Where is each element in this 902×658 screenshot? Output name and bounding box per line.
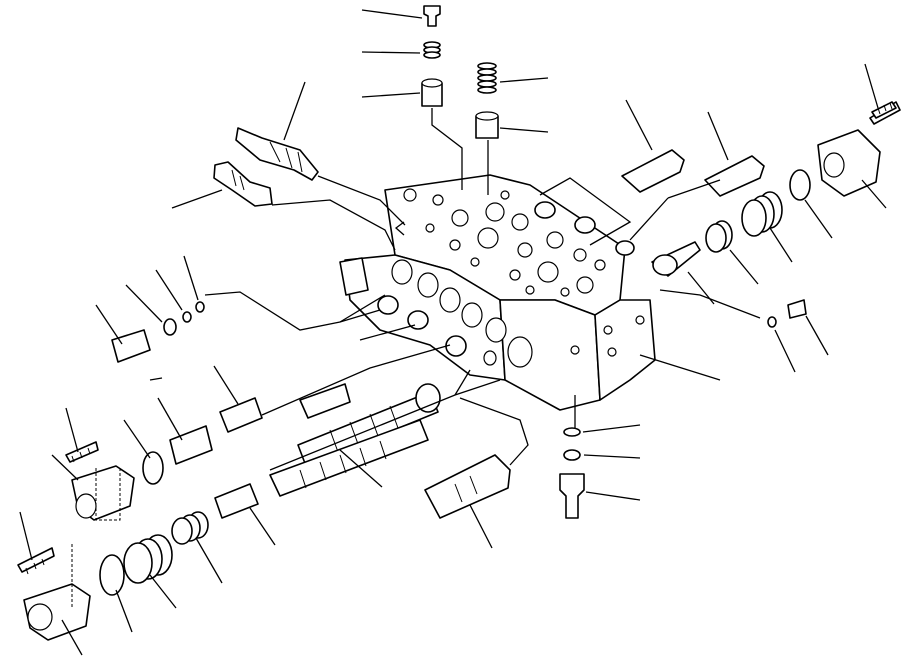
right-small-parts bbox=[559, 299, 807, 519]
bore-plugs bbox=[377, 295, 467, 357]
center-spools bbox=[169, 383, 441, 519]
retainer-outlines bbox=[71, 466, 121, 608]
valve-body bbox=[339, 174, 656, 411]
lower-right-cartridge bbox=[424, 454, 511, 519]
left-small-parts bbox=[111, 301, 205, 363]
upper-left-cartridges bbox=[213, 127, 319, 207]
bolts bbox=[25, 101, 897, 575]
upper-right-cartridges bbox=[621, 101, 901, 277]
top-relief-stack bbox=[421, 5, 499, 139]
lower-left-caps bbox=[17, 441, 209, 641]
leader-lines bbox=[19, 9, 887, 656]
